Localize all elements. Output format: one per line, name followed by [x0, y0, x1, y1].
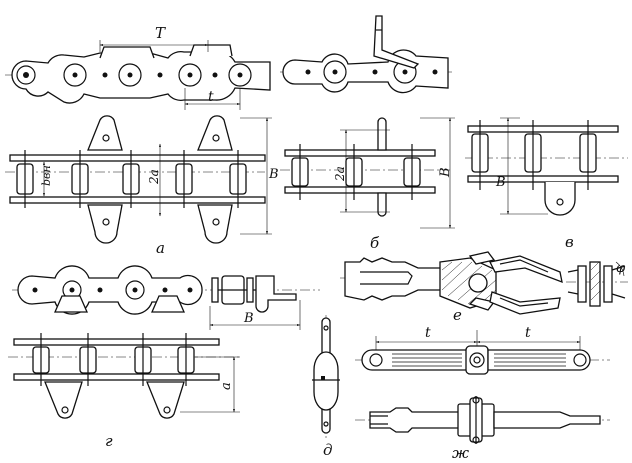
panel-d-link-view [312, 315, 340, 440]
panel-label-g: г [105, 432, 113, 450]
dim-B-label-v: B [495, 175, 506, 190]
panel-e-joint-detail [566, 261, 628, 307]
panel-b-side-view [280, 15, 455, 94]
panel-label-v: в [565, 233, 574, 251]
panel-b-plan-view [280, 117, 455, 229]
dim-B-label-g: B [243, 311, 254, 326]
panel-label-b: б [370, 234, 380, 252]
dim-bvn-label: bвн [40, 165, 53, 186]
dim-2a-label-a: 2a [147, 169, 161, 185]
panel-v-plan-view [465, 117, 628, 216]
panel-label-d: д [323, 441, 333, 459]
panel-zh-plan-view [355, 396, 610, 444]
dim-phi-label: φ [616, 261, 626, 276]
dim-t-label-zh-left: t [425, 325, 431, 341]
panel-a-side-view [5, 40, 271, 110]
panel-label-e: е [453, 306, 462, 324]
dim-B-label-b: B [438, 167, 453, 178]
dim-2a-label-b: 2a [333, 166, 347, 182]
panel-label-a: а [156, 239, 165, 257]
dim-B-label-a: B [268, 167, 279, 182]
dim-a-label: a [219, 382, 234, 390]
panel-zh-side-view [355, 330, 610, 375]
dim-T-label: T [155, 24, 166, 42]
panel-label-zh: ж [452, 444, 469, 462]
panel-a-plan-view [5, 115, 272, 244]
dim-t-label-zh-right: t [525, 325, 531, 341]
panel-g-plan-view [8, 333, 240, 419]
panel-g-side-view [12, 265, 320, 330]
panel-e-articulated-links [340, 251, 563, 315]
dim-t-label-a: t [208, 89, 214, 105]
